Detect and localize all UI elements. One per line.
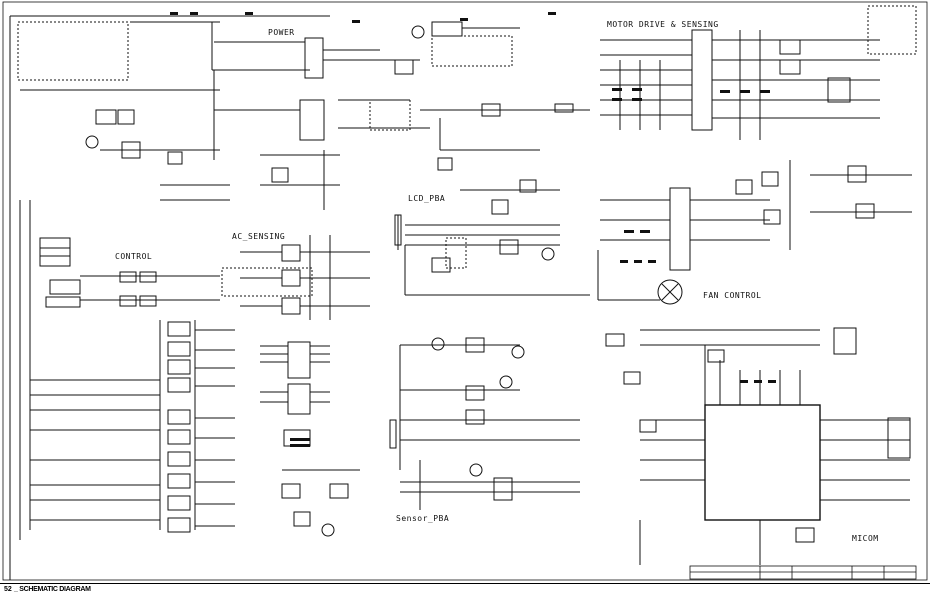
label-motor-drive: MOTOR DRIVE & SENSING bbox=[607, 20, 719, 29]
title-block bbox=[689, 565, 917, 580]
label-ac-sensing: AC_SENSING bbox=[232, 232, 286, 241]
component-marks bbox=[170, 12, 776, 447]
motor-region bbox=[600, 5, 917, 140]
ac-sensing-region bbox=[221, 235, 370, 537]
power-region bbox=[9, 15, 590, 580]
micom-region bbox=[605, 327, 911, 565]
label-control: CONTROL bbox=[115, 252, 153, 261]
sensor-region bbox=[389, 337, 580, 510]
fan-region bbox=[597, 160, 912, 305]
label-lcd: LCD_PBA bbox=[408, 194, 446, 203]
page-title: _ SCHEMATIC DIAGRAM bbox=[14, 586, 91, 593]
page-number: 52 bbox=[4, 586, 12, 593]
label-micom: MICOM bbox=[852, 534, 879, 543]
sheet-border bbox=[2, 1, 928, 581]
control-region bbox=[19, 200, 235, 540]
label-sensor: Sensor_PBA bbox=[396, 514, 450, 523]
label-power: POWER bbox=[268, 28, 295, 37]
lcd-region bbox=[394, 179, 590, 296]
footer-rule bbox=[0, 583, 930, 584]
label-fan-control: FAN CONTROL bbox=[703, 291, 762, 300]
